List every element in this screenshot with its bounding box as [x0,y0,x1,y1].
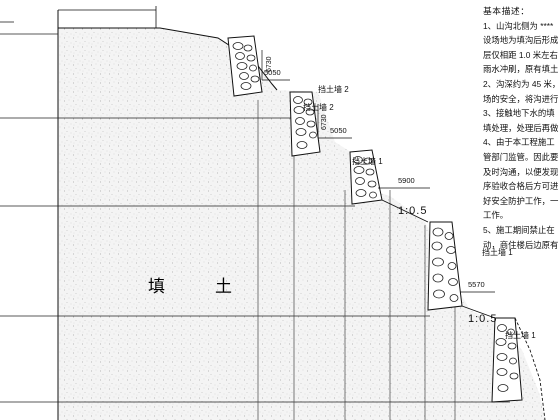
dimension-label: 5900 [398,176,415,185]
notes-line: 填处理，处理后再做 [483,122,559,133]
wall-label: 挡土墙 1 [352,157,383,166]
notes-line: 3、接触地下水的填 [483,108,555,119]
notes-line: 4、由于本工程施工 [483,137,555,148]
wall-label: 挡土墙 2 [318,85,349,94]
retaining-wall-2 [289,91,321,157]
notes-line: 雨水冲刷，原有填土 [483,64,559,75]
dimension-label: 5570 [468,280,485,289]
notes-line: 5、施工期间禁止在 [483,224,555,235]
notes-title: 基本描述： [483,6,530,16]
retaining-wall-1-upper [227,35,263,97]
vertical-dimension-label: 6730 [321,114,328,130]
slope-ratio-label: 1:0.5 [468,313,498,325]
dimension-label: 5050 [264,68,281,77]
notes-line: 好安全防护工作，一 [483,195,559,206]
notes-line: 2、沟深约为 45 米， [483,78,560,89]
dimension-label: 5050 [330,126,347,135]
dimension-lines [261,50,495,293]
wall-label: 挡土墙 2 [303,103,334,112]
notes-line: 1、山沟北侧为 **** [483,20,554,31]
notes-line: 层仅相距 1.0 米左右 [483,49,558,60]
notes-line: 序验收合格后方可进 [483,181,559,192]
notes-line: 及时沟通，以便发现 [483,166,559,177]
retaining-wall-5 [491,317,523,403]
fill-label-char: 土 [215,277,232,297]
notes-line: 动，商住楼后边原有 [483,239,559,250]
notes-line: 设场地为填沟后形成 [483,35,559,46]
notes-panel: 基本描述： 1、山沟北侧为 **** 设场地为填沟后形成 层仅相距 1.0 米左… [483,4,560,264]
slope-lines [381,199,546,420]
fill-label-char: 填 [148,277,165,297]
vertical-dimension-label: 6730 [266,56,273,72]
fill-soil-area [58,28,545,420]
notes-line: 工作。 [483,210,509,221]
wall-label: 挡土墙 1 [482,248,513,257]
wall-label: 挡土墙 1 [505,331,536,340]
slope-ratio-label: 1:0.5 [398,205,428,217]
notes-line: 管部门监管。因此要 [483,151,559,162]
notes-line: 场的安全，将沟进行 [483,93,559,104]
